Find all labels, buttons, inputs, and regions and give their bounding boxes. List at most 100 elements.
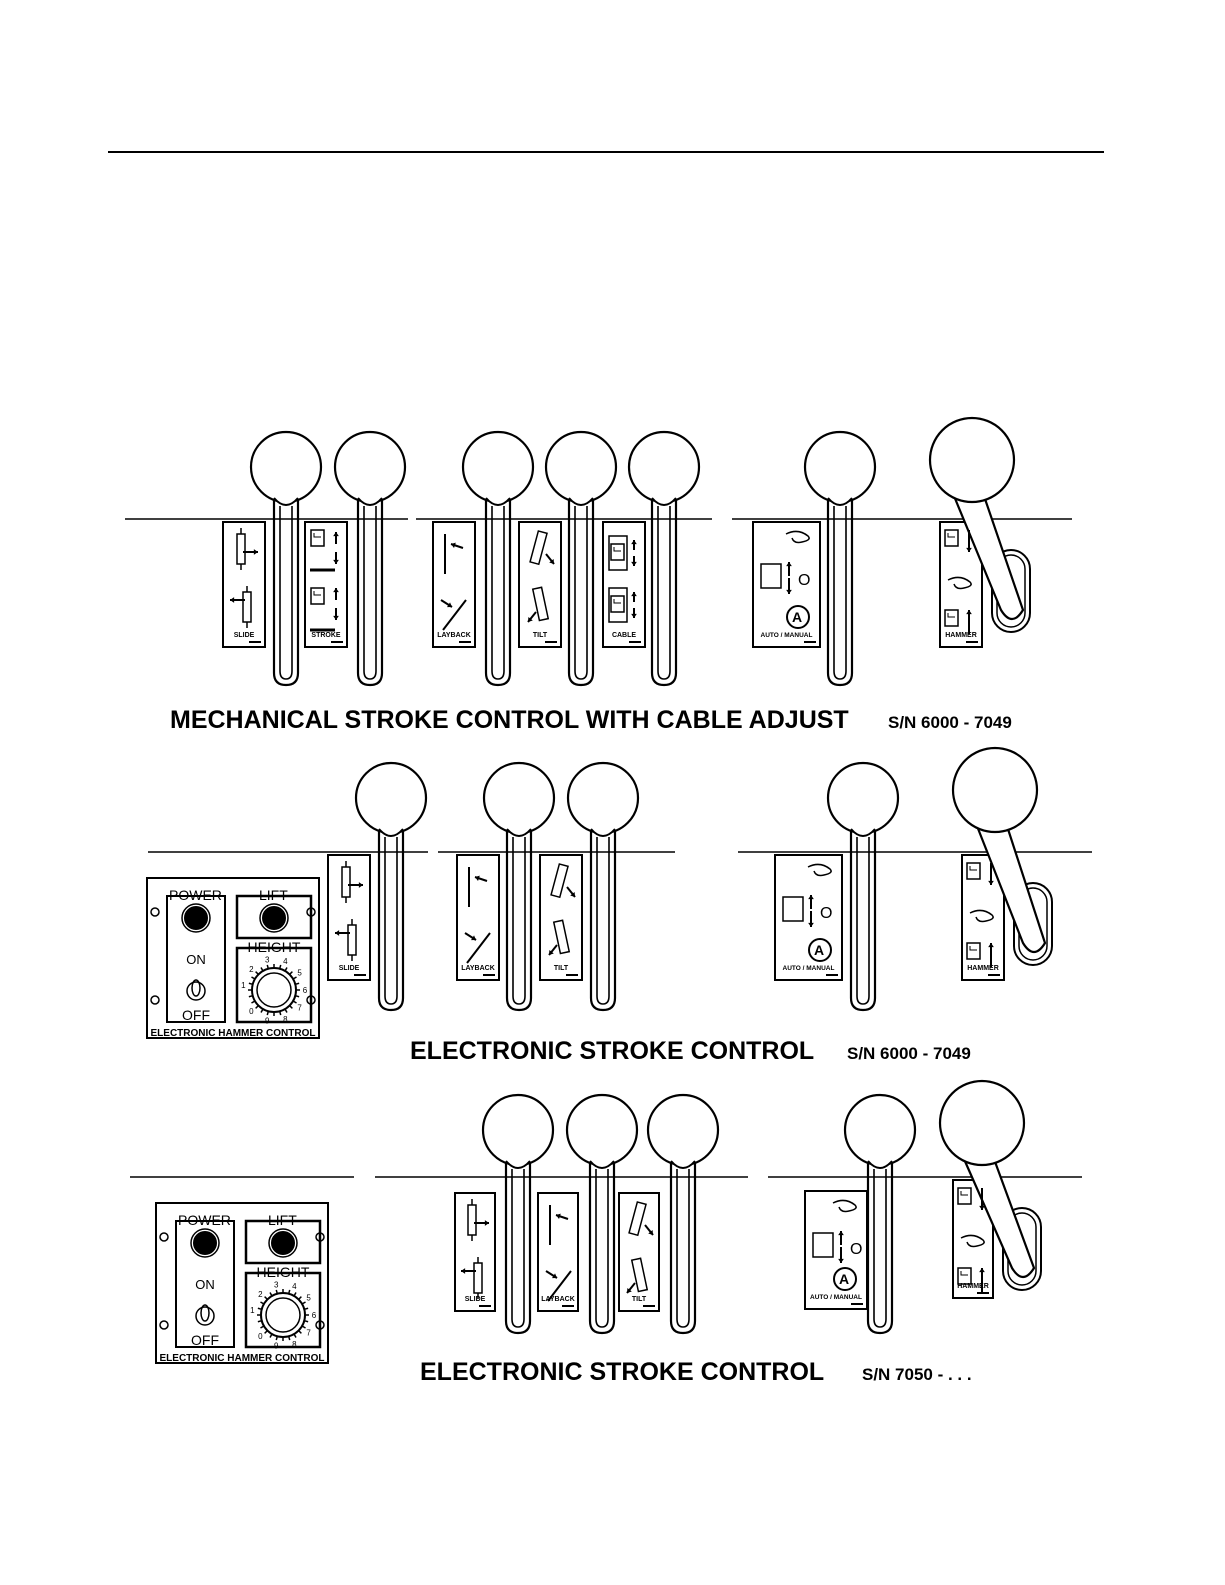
stroke-icon — [310, 529, 339, 632]
lever-1-cable[interactable]: CABLE — [602, 430, 701, 687]
slide-icon — [335, 861, 363, 961]
auto-manual-symbol: O — [820, 905, 832, 922]
dial-number: 2 — [258, 1290, 263, 1299]
dial-number: 6 — [303, 986, 308, 995]
layback-icon — [545, 1205, 572, 1302]
dial-number: 1 — [241, 981, 246, 990]
auto-badge-letter: A — [839, 1271, 849, 1287]
dial-number: 4 — [283, 957, 288, 966]
power-lamp — [193, 1231, 217, 1255]
dial-number: 8 — [292, 1340, 297, 1349]
height-label: HEIGHT — [248, 939, 301, 955]
section-2-serial: S/N 6000 - 7049 — [847, 1044, 971, 1063]
slide-icon — [461, 1199, 489, 1299]
lever-1-hammer[interactable]: HAMMER — [928, 416, 1031, 648]
surface-lines — [125, 518, 1092, 1178]
lever-label: LAYBACK — [437, 632, 471, 639]
dial-number: 4 — [292, 1282, 297, 1291]
power-toggle-switch[interactable] — [186, 979, 206, 1001]
lift-label: LIFT — [259, 887, 288, 903]
lever-3-slide[interactable]: SLIDE — [454, 1093, 555, 1335]
hammer-icon — [966, 862, 994, 967]
lever-3-tilt[interactable]: TILT — [618, 1093, 720, 1335]
auto-manual-symbol: O — [850, 1241, 862, 1258]
hammer-icon — [944, 529, 972, 634]
off-label: OFF — [182, 1007, 210, 1023]
lever-1-stroke[interactable]: STROKE — [304, 430, 407, 687]
auto-manual-icon: OA — [812, 1199, 862, 1291]
lift-label: LIFT — [268, 1212, 297, 1228]
lever-label: SLIDE — [465, 1296, 486, 1303]
lever-label: SLIDE — [339, 965, 360, 972]
power-label: POWER — [169, 887, 222, 903]
lever-2-slide[interactable]: SLIDE — [327, 761, 428, 1012]
auto-manual-icon: OA — [782, 863, 832, 962]
layback-icon — [464, 867, 491, 964]
lever-label: HAMMER — [957, 1283, 989, 1290]
layback-icon — [440, 534, 467, 631]
auto-manual-icon: OA — [760, 530, 810, 629]
height-label: HEIGHT — [257, 1264, 310, 1280]
lever-label: TILT — [632, 1296, 647, 1303]
lever-2-tilt[interactable]: TILT — [539, 761, 640, 1012]
lever-1-tilt[interactable]: TILT — [518, 430, 618, 687]
lever-label: LAYBACK — [541, 1296, 575, 1303]
mount-screw-icon — [159, 1232, 169, 1242]
mount-screw-icon — [159, 1320, 169, 1330]
dial-number: 0 — [249, 1007, 254, 1016]
lever-3-auto-manual[interactable]: OA AUTO / MANUAL — [804, 1093, 917, 1335]
lever-3-layback[interactable]: LAYBACK — [537, 1093, 639, 1335]
lever-2-layback[interactable]: LAYBACK — [456, 761, 556, 1012]
dial-number: 7 — [306, 1328, 311, 1337]
lever-label: STROKE — [311, 632, 341, 639]
lever-label: CABLE — [612, 632, 636, 639]
lever-1-layback[interactable]: LAYBACK — [432, 430, 535, 687]
dial-number: 0 — [258, 1332, 263, 1341]
auto-badge-letter: A — [814, 942, 824, 958]
auto-badge-letter: A — [792, 609, 802, 625]
hammer-icon — [957, 1187, 985, 1292]
section-2-title: ELECTRONIC STROKE CONTROL — [410, 1037, 814, 1065]
tilt-icon — [527, 530, 555, 623]
on-label: ON — [186, 952, 206, 967]
lift-button[interactable] — [271, 1231, 295, 1255]
section-1-title: MECHANICAL STROKE CONTROL WITH CABLE ADJ… — [170, 706, 849, 734]
on-label: ON — [195, 1277, 215, 1292]
dial-number: 5 — [306, 1294, 311, 1303]
lever-2-hammer[interactable]: HAMMER — [951, 746, 1053, 981]
power-lamp — [184, 906, 208, 930]
dial-number: 7 — [297, 1003, 302, 1012]
lift-button[interactable] — [262, 906, 286, 930]
power-toggle-switch[interactable] — [195, 1304, 215, 1326]
off-label: OFF — [191, 1332, 219, 1348]
lever-label: AUTO / MANUAL — [810, 1294, 862, 1301]
dial-number: 6 — [312, 1311, 317, 1320]
tilt-icon — [548, 863, 576, 956]
auto-manual-symbol: O — [798, 572, 810, 589]
lever-1-slide[interactable]: SLIDE — [222, 430, 323, 687]
dial-number: 5 — [297, 969, 302, 978]
lever-label: TILT — [554, 965, 569, 972]
dial-number: 9 — [274, 1341, 279, 1350]
lever-label: HAMMER — [945, 632, 977, 639]
cable-icon — [608, 535, 637, 623]
hammer-control-caption: ELECTRONIC HAMMER CONTROL — [160, 1353, 325, 1364]
dial-number: 2 — [249, 965, 254, 974]
lever-label: HAMMER — [967, 965, 999, 972]
lever-label: TILT — [533, 632, 548, 639]
lever-3-hammer[interactable]: HAMMER — [938, 1079, 1042, 1299]
slide-icon — [230, 528, 258, 628]
power-label: POWER — [178, 1212, 231, 1228]
dial-number: 9 — [265, 1016, 270, 1025]
dial-number: 8 — [283, 1015, 288, 1024]
lever-label: LAYBACK — [461, 965, 495, 972]
lever-label: AUTO / MANUAL — [783, 965, 835, 972]
section-3-serial: S/N 7050 - . . . — [862, 1365, 972, 1384]
